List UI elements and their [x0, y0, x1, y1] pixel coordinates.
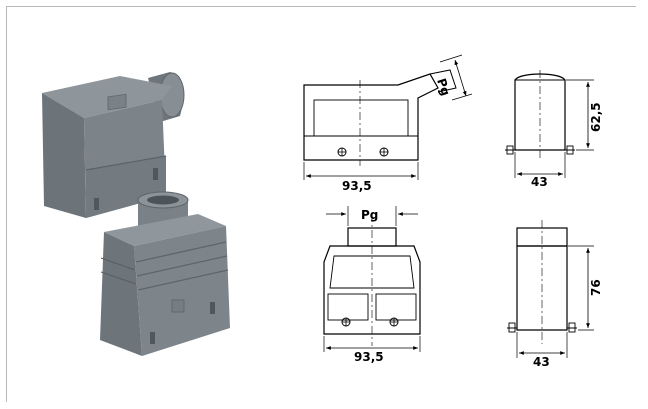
- side-entry-hood-photo: [42, 72, 185, 218]
- dim-depth-side-side: 43: [531, 175, 548, 189]
- dim-height-side-side: 62,5: [589, 102, 603, 132]
- dim-width-side-front: 93,5: [342, 179, 372, 193]
- dim-height-top-side: 76: [589, 279, 603, 296]
- drawing-side-entry-front: [303, 54, 473, 180]
- dim-width-top-front: 93,5: [354, 350, 384, 364]
- drawing-top-entry-side: [507, 220, 594, 358]
- dim-pg-side-front: Pg: [434, 77, 453, 98]
- drawing-top-entry-front: [323, 206, 421, 352]
- dim-pg-top-front: Pg: [361, 208, 378, 222]
- top-entry-hood-photo: [100, 191, 230, 356]
- dim-depth-top-side: 43: [533, 355, 550, 369]
- drawing-side-entry-side: [505, 70, 594, 178]
- figure-frame: [6, 6, 636, 402]
